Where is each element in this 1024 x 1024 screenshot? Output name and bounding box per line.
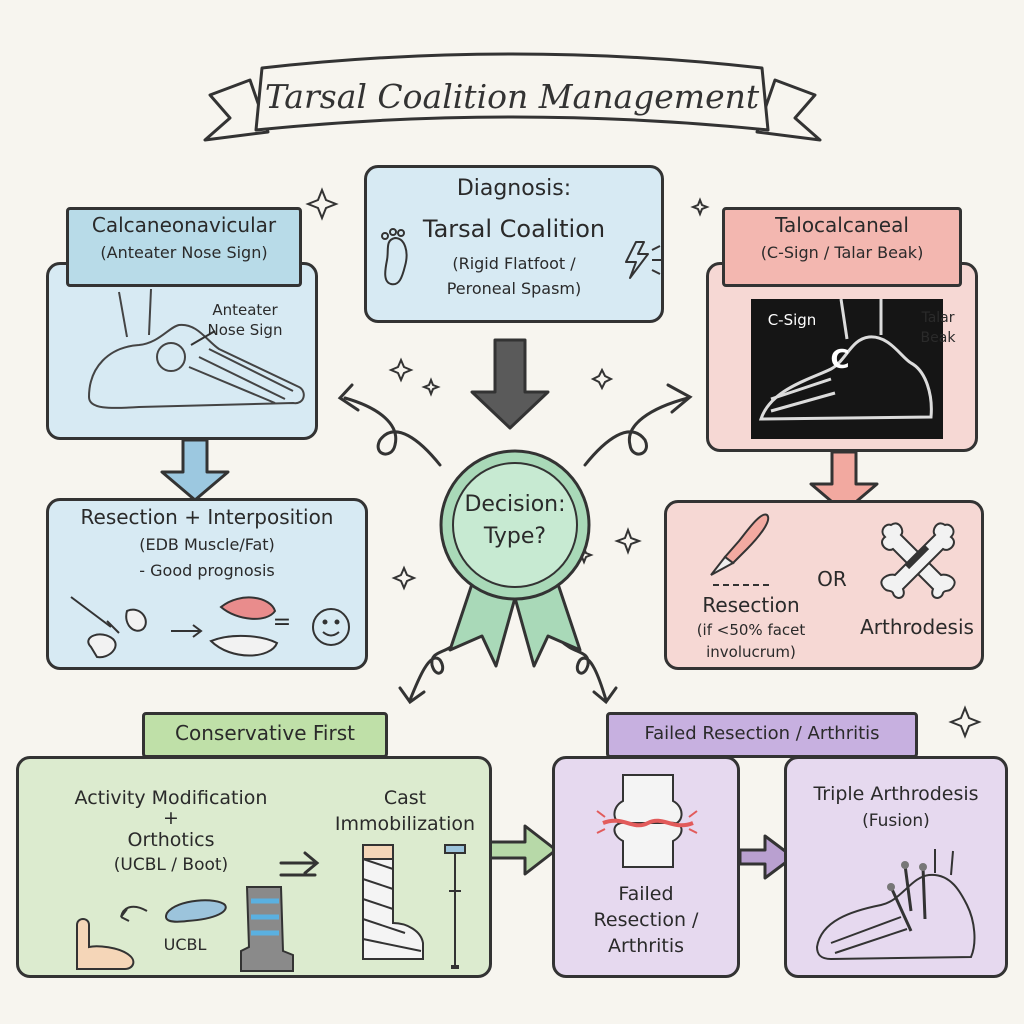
activity-modification: Activity Modification (74, 787, 268, 809)
cn-subtitle: (Anteater Nose Sign) (100, 243, 268, 262)
resection-illustration (70, 596, 350, 659)
anteater-label-line1: Anteater (212, 301, 278, 319)
cn-panel (46, 262, 318, 440)
foot-icon (381, 228, 408, 286)
triple-line2: (Fusion) (862, 811, 930, 831)
failed-line3: Arthritis (607, 935, 685, 957)
foot-xray-icon (87, 288, 305, 409)
immobilization-label: Immobilization (334, 813, 476, 835)
conservative-title: Conservative First (175, 721, 355, 745)
cast-crutch-icon (362, 844, 466, 969)
decision-line2: Type? (483, 524, 547, 549)
bone-fusion-icon (880, 522, 956, 599)
diagnosis-name: Tarsal Coalition (422, 215, 606, 243)
cn-treatment-line2: (EDB Muscle/Fat) (139, 535, 275, 554)
talar-beak-line2: Beak (920, 330, 956, 346)
conservative-panel (16, 756, 492, 978)
diagnosis-arrow (470, 338, 550, 430)
triple-panel (784, 756, 1008, 978)
xray-foot-icon (758, 298, 933, 421)
curly-arrows (337, 383, 693, 705)
triple-line1: Triple Arthrodesis (813, 783, 979, 805)
csign-label: C-Sign (767, 311, 817, 329)
plus-sign: + (163, 807, 179, 829)
talar-beak-line1: Talar (921, 310, 955, 326)
failed-title: Failed Resection / Arthritis (644, 723, 880, 744)
tc-down-arrow (809, 450, 879, 514)
cn-down-arrow (160, 438, 230, 502)
tc-panel (706, 262, 978, 452)
tc-resection: Resection (702, 593, 800, 617)
decision-line1: Decision: (464, 492, 566, 517)
diagnosis-heading: Diagnosis: (456, 176, 572, 201)
failed-panel (552, 756, 740, 978)
tc-condition2: involucrum) (706, 643, 796, 661)
ucbl-boot-label: (UCBL / Boot) (113, 855, 229, 875)
arthritic-joint-icon (596, 774, 698, 868)
failed-line2: Resection / (593, 909, 699, 931)
ucbl-label: UCBL (163, 935, 207, 954)
cn-banner (66, 207, 302, 287)
title-ribbon (203, 52, 822, 142)
diagnosis-sub1: (Rigid Flatfoot / (452, 254, 576, 273)
conservative-banner (142, 712, 388, 758)
failed-to-triple-arrow (738, 834, 795, 880)
conservative-illustrations (76, 886, 294, 972)
cn-treatment-line3: - Good prognosis (139, 561, 275, 580)
tc-condition1: (if <50% facet (696, 621, 806, 639)
orthotics-label: Orthotics (127, 829, 215, 851)
tc-arthrodesis: Arthrodesis (860, 615, 974, 639)
or-label: OR (817, 567, 847, 591)
cn-treatment-line1: Resection + Interposition (80, 505, 334, 529)
lightning-icon (625, 241, 661, 279)
cn-treatment-panel (46, 498, 368, 670)
conservative-to-failed-arrow (486, 824, 558, 876)
fused-foot-icon (815, 849, 976, 961)
tc-subtitle: (C-Sign / Talar Beak) (760, 243, 924, 262)
diagnosis-box (364, 165, 664, 323)
failed-line1: Failed (618, 883, 674, 905)
failed-banner (606, 712, 918, 758)
decision-medal (439, 449, 591, 668)
scalpel-icon (710, 513, 773, 586)
tc-banner (722, 207, 962, 287)
diagnosis-sub2: Peroneal Spasm) (446, 279, 582, 298)
tc-treatment-panel (664, 500, 984, 670)
page-title: Tarsal Coalition Management (264, 77, 760, 116)
cast-label: Cast (383, 787, 427, 809)
c-letter: C (830, 345, 850, 375)
anteater-label-line2: Nose Sign (207, 321, 283, 339)
double-arrow-icon (279, 851, 320, 877)
equals-sign: = (272, 610, 292, 635)
tc-title: Talocalcaneal (775, 213, 909, 237)
cn-title: Calcaneonavicular (91, 213, 277, 237)
xray-image (751, 298, 943, 439)
